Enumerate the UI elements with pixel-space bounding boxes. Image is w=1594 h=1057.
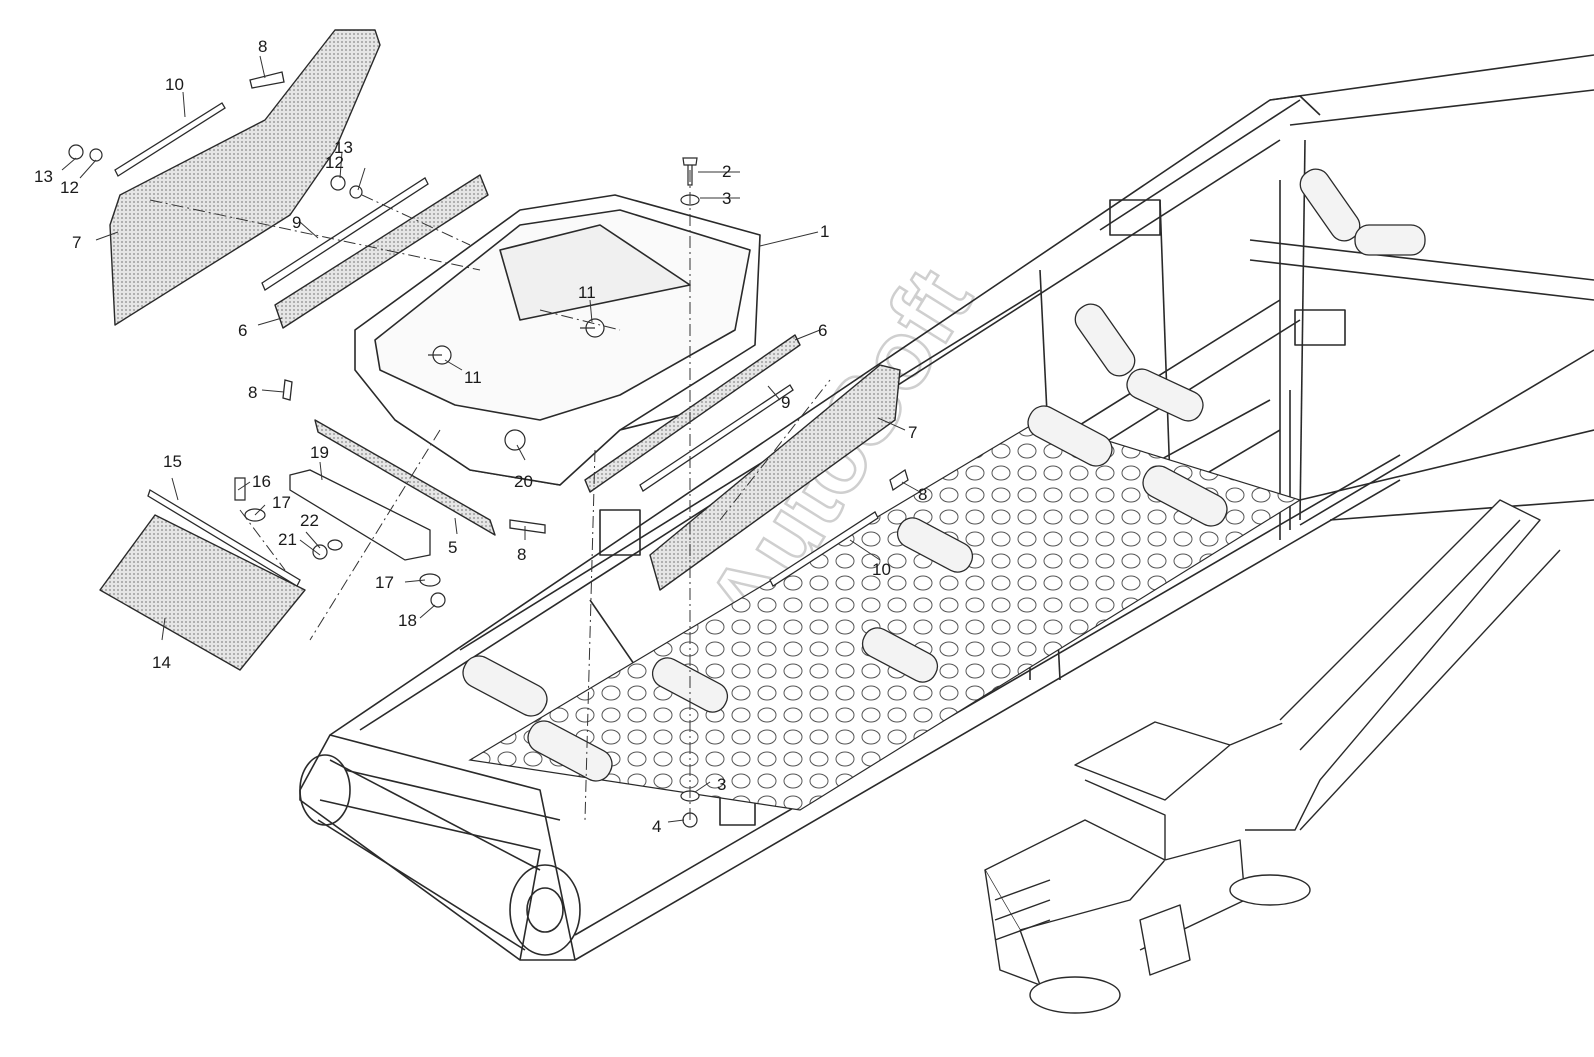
callout-12: 12 — [325, 153, 344, 172]
callout-21: 21 — [278, 530, 297, 549]
callout-8: 8 — [248, 383, 257, 402]
callout-20: 20 — [514, 472, 533, 491]
callout-8: 8 — [918, 485, 927, 504]
callout-2: 2 — [722, 162, 731, 181]
rubber-skirts — [99, 29, 901, 671]
callout-7: 7 — [908, 423, 917, 442]
callout-14: 14 — [152, 653, 171, 672]
callout-11: 11 — [464, 368, 482, 387]
callout-4: 4 — [652, 817, 661, 836]
callout-12: 12 — [60, 178, 79, 197]
leader-lines — [61, 55, 921, 823]
callout-5: 5 — [448, 538, 457, 557]
callout-19: 19 — [310, 443, 329, 462]
callout-16: 16 — [252, 472, 271, 491]
callout-10: 10 — [165, 75, 184, 94]
callout-3: 3 — [717, 775, 726, 794]
callout-11: 11 — [578, 283, 596, 302]
strip-6-lower — [584, 334, 801, 493]
callout-7: 7 — [72, 233, 81, 252]
callout-18: 18 — [398, 611, 417, 630]
callout-10: 10 — [872, 560, 891, 579]
flap-7-left — [109, 29, 381, 326]
callout-17: 17 — [375, 573, 394, 592]
callout-9: 9 — [292, 213, 301, 232]
callout-8: 8 — [258, 37, 267, 56]
assembly-lines — [149, 170, 831, 821]
callout-9: 9 — [781, 393, 790, 412]
callout-13: 13 — [334, 138, 353, 157]
fasteners — [68, 144, 700, 828]
callout-17: 17 — [272, 493, 291, 512]
callout-3: 3 — [722, 189, 731, 208]
callout-6: 6 — [238, 321, 247, 340]
callout-13: 13 — [34, 167, 53, 186]
idler-rollers — [462, 168, 1426, 782]
callout-1: 1 — [820, 222, 829, 241]
flap-7-right — [649, 364, 901, 591]
callout-8: 8 — [517, 545, 526, 564]
milling-machine-thumbnail — [984, 499, 1561, 1014]
callout-22: 22 — [300, 511, 319, 530]
hopper-chute — [354, 194, 761, 486]
plate-14 — [99, 514, 306, 671]
callout-15: 15 — [163, 452, 182, 471]
strip-5 — [314, 419, 496, 536]
callout-6: 6 — [818, 321, 827, 340]
